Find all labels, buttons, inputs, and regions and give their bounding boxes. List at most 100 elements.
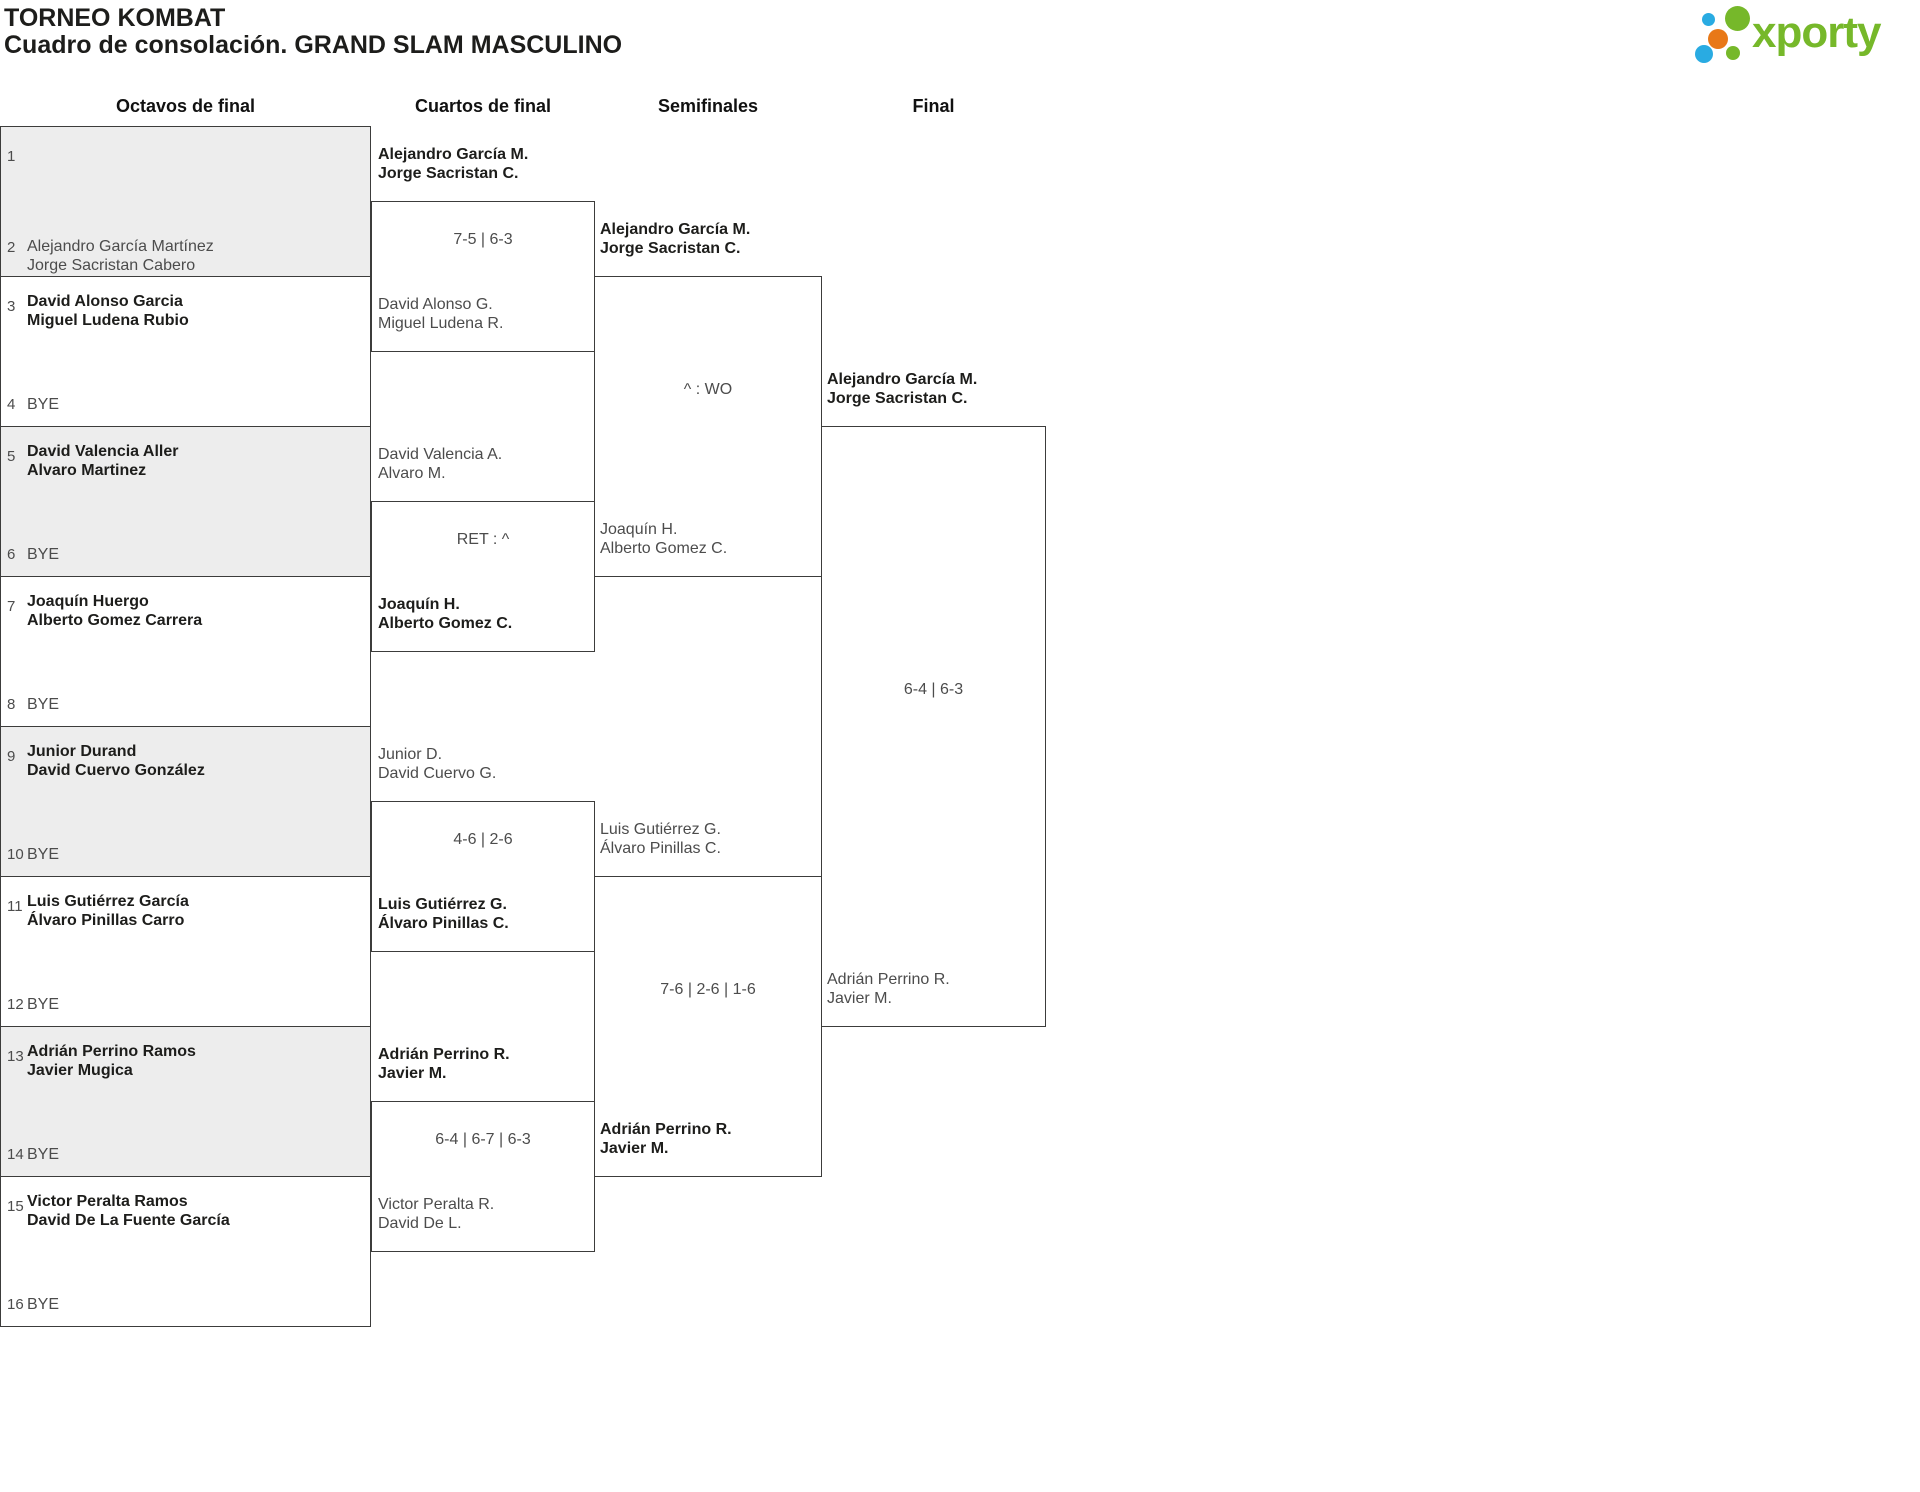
player-name: Alvaro M. xyxy=(378,465,446,482)
player-name: David Alonso G. xyxy=(378,296,493,313)
bye-label: BYE xyxy=(27,396,60,413)
player-name: Alvaro Martinez xyxy=(27,462,147,479)
player-name: Jorge Sacristan C. xyxy=(600,240,741,257)
qf3-team2: Luis Gutiérrez G. Álvaro Pinillas C. xyxy=(378,895,509,933)
final-team1: Alejandro García M. Jorge Sacristan C. xyxy=(827,370,977,408)
bye-label: BYE xyxy=(27,1146,60,1163)
player-name: David De La Fuente García xyxy=(27,1212,230,1229)
column-header-final: Final xyxy=(912,96,955,116)
bye-label: BYE xyxy=(27,546,60,563)
seed-number: 13 xyxy=(7,1048,24,1065)
qf-match-1-box xyxy=(371,201,595,352)
sf1-team1: Alejandro García M. Jorge Sacristan C. xyxy=(600,220,750,258)
player-name: Javier M. xyxy=(600,1140,669,1157)
bye-label: BYE xyxy=(27,996,60,1013)
player-name: Joaquín H. xyxy=(378,596,460,613)
seed-number: 8 xyxy=(7,696,16,713)
r16-match-2: 3 David Alonso Garcia Miguel Ludena Rubi… xyxy=(0,276,371,427)
team-names: Junior Durand David Cuervo González xyxy=(27,742,205,780)
player-name: David Valencia Aller xyxy=(27,443,179,460)
qf-match-3-box xyxy=(371,801,595,952)
team-names: Alejandro García Martínez Jorge Sacrista… xyxy=(27,237,214,275)
seed-number: 5 xyxy=(7,448,16,465)
seed-number: 14 xyxy=(7,1146,24,1163)
logo-dot-green-small xyxy=(1726,46,1740,60)
player-name: Álvaro Pinillas C. xyxy=(600,840,721,857)
player-name: Alejandro García M. xyxy=(600,221,751,238)
player-name: Jorge Sacristan C. xyxy=(378,165,519,182)
player-name: Adrián Perrino R. xyxy=(827,971,950,988)
player-name: David De L. xyxy=(378,1215,462,1232)
r16-match-6: 11 Luis Gutiérrez García Álvaro Pinillas… xyxy=(0,876,371,1027)
xporty-logo[interactable]: xporty xyxy=(1690,0,1920,75)
r16-match-5: 9 Junior Durand David Cuervo González 10… xyxy=(0,726,371,877)
qf2-team2: Joaquín H. Alberto Gomez C. xyxy=(378,595,512,633)
final-score: 6-4 | 6-3 xyxy=(903,681,964,698)
logo-text: xporty xyxy=(1752,8,1881,57)
sf1-team2: Joaquín H. Alberto Gomez C. xyxy=(600,520,727,558)
qf-match-2-box xyxy=(371,501,595,652)
column-header-octavos: Octavos de final xyxy=(115,96,256,116)
bye-label: BYE xyxy=(27,846,60,863)
player-name: Javier M. xyxy=(827,990,892,1007)
player-name: Victor Peralta Ramos xyxy=(27,1193,188,1210)
player-name: Luis Gutiérrez G. xyxy=(378,896,507,913)
player-name: Alberto Gomez C. xyxy=(600,540,728,557)
player-name: Jorge Sacristan C. xyxy=(827,390,968,407)
seed-number: 12 xyxy=(7,996,24,1013)
team-names: David Valencia Aller Alvaro Martinez xyxy=(27,442,178,480)
player-name: Luis Gutiérrez García xyxy=(27,893,189,910)
logo-dot-green-large xyxy=(1725,6,1750,31)
team-names: Victor Peralta Ramos David De La Fuente … xyxy=(27,1192,230,1230)
team-names: Joaquín Huergo Alberto Gomez Carrera xyxy=(27,592,202,630)
seed-number: 10 xyxy=(7,846,24,863)
page-subtitle: Cuadro de consolación. GRAND SLAM MASCUL… xyxy=(4,31,623,59)
sf2-score: 7-6 | 2-6 | 1-6 xyxy=(660,981,756,998)
page-title: TORNEO KOMBAT xyxy=(4,4,226,32)
player-name: David Cuervo González xyxy=(27,762,205,779)
final-match-box xyxy=(821,426,1046,1027)
player-name: Joaquín Huergo xyxy=(27,593,149,610)
sf-match-1-box xyxy=(594,276,822,577)
qf2-score: RET : ^ xyxy=(456,531,510,548)
r16-match-1: 1 2 Alejandro García Martínez Jorge Sacr… xyxy=(0,126,371,277)
player-name: Alberto Gomez C. xyxy=(378,615,513,632)
r16-match-7: 13 Adrián Perrino Ramos Javier Mugica 14… xyxy=(0,1026,371,1177)
player-name: Javier Mugica xyxy=(27,1062,133,1079)
player-name: Miguel Ludena Rubio xyxy=(27,312,189,329)
player-name: Javier M. xyxy=(378,1065,447,1082)
qf2-team1: David Valencia A. Alvaro M. xyxy=(378,445,502,483)
player-name: Victor Peralta R. xyxy=(378,1196,495,1213)
player-name: Adrián Perrino R. xyxy=(600,1121,732,1138)
player-name: Alejandro García M. xyxy=(378,146,529,163)
player-name: David Valencia A. xyxy=(378,446,503,463)
player-name: Alberto Gomez Carrera xyxy=(27,612,203,629)
qf1-team2: David Alonso G. Miguel Ludena R. xyxy=(378,295,503,333)
qf1-score: 7-5 | 6-3 xyxy=(453,231,513,248)
seed-number: 2 xyxy=(7,239,16,256)
seed-number: 16 xyxy=(7,1296,24,1313)
sf2-team2: Adrián Perrino R. Javier M. xyxy=(600,1120,732,1158)
player-name: Alejandro García M. xyxy=(827,371,978,388)
seed-number: 11 xyxy=(7,898,23,915)
r16-match-3: 5 David Valencia Aller Alvaro Martinez 6… xyxy=(0,426,371,577)
seed-number: 1 xyxy=(7,148,16,165)
qf4-team2: Victor Peralta R. David De L. xyxy=(378,1195,494,1233)
player-name: David Cuervo G. xyxy=(378,765,497,782)
team-names: Luis Gutiérrez García Álvaro Pinillas Ca… xyxy=(27,892,189,930)
team-names: Adrián Perrino Ramos Javier Mugica xyxy=(27,1042,196,1080)
player-name: David Alonso Garcia xyxy=(27,293,183,310)
seed-number: 3 xyxy=(7,298,16,315)
player-name: Alejandro García Martínez xyxy=(27,238,214,255)
sf2-team1: Luis Gutiérrez G. Álvaro Pinillas C. xyxy=(600,820,721,858)
qf4-team1: Adrián Perrino R. Javier M. xyxy=(378,1045,510,1083)
logo-dot-blue-medium xyxy=(1695,45,1713,63)
sf1-score: ^ : WO xyxy=(683,381,733,398)
player-name: Álvaro Pinillas Carro xyxy=(27,912,185,929)
column-header-semifinales: Semifinales xyxy=(657,96,759,116)
seed-number: 15 xyxy=(7,1198,24,1215)
seed-number: 4 xyxy=(7,396,16,413)
column-header-cuartos: Cuartos de final xyxy=(414,96,552,116)
player-name: Joaquín H. xyxy=(600,521,678,538)
qf3-score: 4-6 | 2-6 xyxy=(453,831,513,848)
